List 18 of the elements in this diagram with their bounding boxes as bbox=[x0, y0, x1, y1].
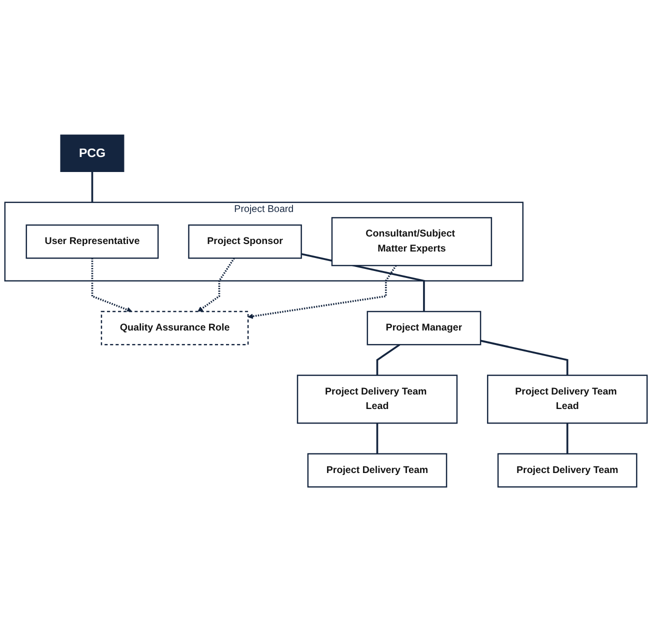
arrow bbox=[198, 257, 235, 312]
arrow bbox=[91, 258, 132, 312]
connector bbox=[566, 422, 568, 454]
node-box: Project Delivery Team bbox=[307, 452, 448, 488]
connector bbox=[376, 343, 400, 375]
node-box: Project Sponsor bbox=[188, 224, 302, 258]
node-box: Project Delivery Team Lead bbox=[296, 374, 458, 424]
connector bbox=[376, 422, 378, 454]
node-box: PCG bbox=[60, 134, 124, 172]
node-box: User Representative bbox=[26, 224, 159, 258]
arrow bbox=[248, 264, 397, 319]
node-box: Project Delivery Team bbox=[497, 452, 638, 488]
node-box: Project Delivery Team Lead bbox=[487, 374, 648, 424]
node-box: Project Manager bbox=[366, 310, 482, 345]
node-box: Quality Assurance Role bbox=[100, 310, 249, 345]
connector bbox=[91, 171, 94, 202]
connector bbox=[480, 339, 568, 375]
node-box: Consultant/Subject Matter Experts bbox=[331, 216, 492, 266]
